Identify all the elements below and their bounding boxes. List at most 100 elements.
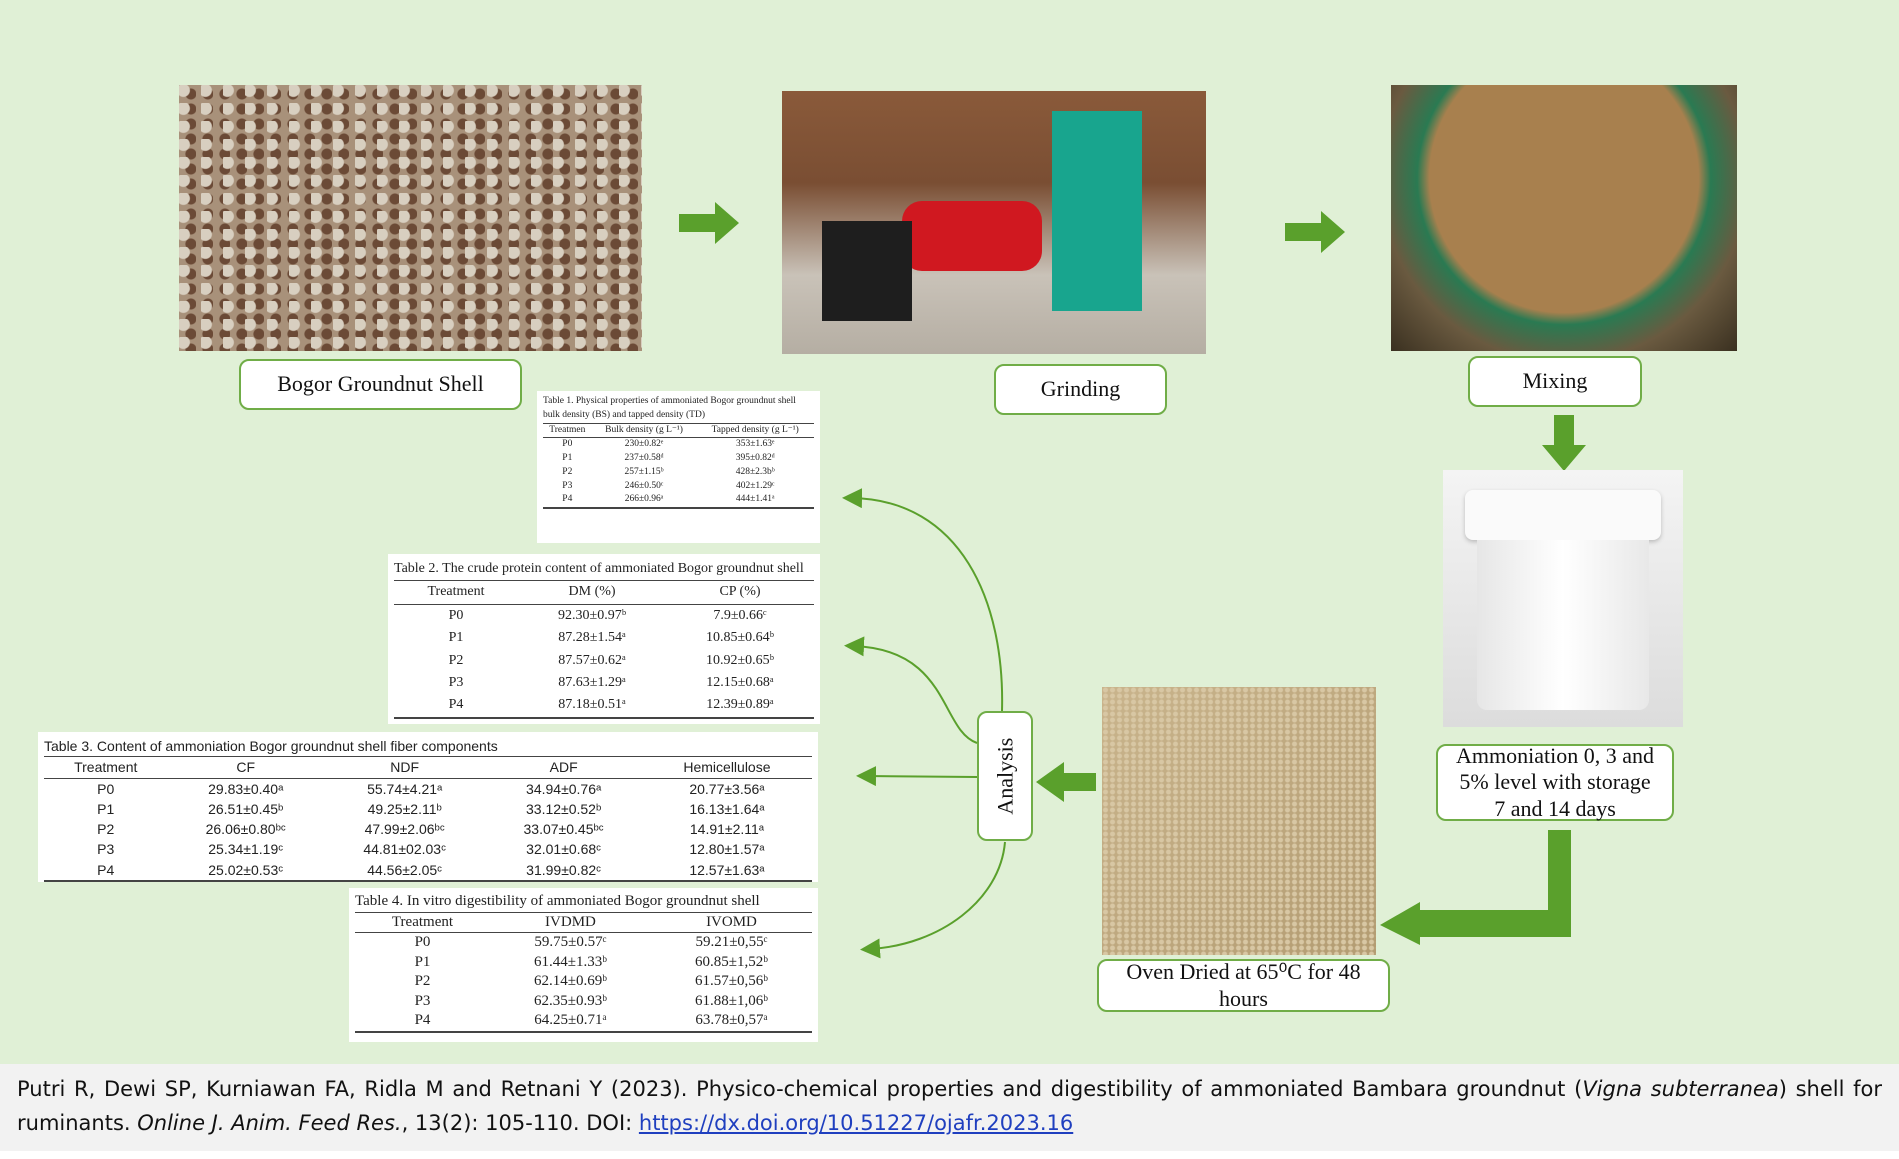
data-table: Table 1. Physical properties of ammoniat… <box>543 395 814 510</box>
storage-jar-photo <box>1443 470 1683 727</box>
value-cell: 16.13±1.64ᵃ <box>689 800 765 817</box>
value-cell: 20.77±3.56ᵃ <box>689 780 765 797</box>
column-header: Treatmen <box>543 423 592 439</box>
value-cell: 55.74±4.21ᵃ <box>367 780 443 797</box>
column-header: CF <box>167 757 324 779</box>
treatment-cell: P0 <box>562 439 573 450</box>
treatment-cell: P0 <box>97 780 115 797</box>
value-cell: 12.80±1.57ᵃ <box>689 841 765 858</box>
value-cell: 34.94±0.76ᵃ <box>526 780 602 797</box>
value-cell: 428±2.3bᵇ <box>735 466 775 477</box>
value-cell: 60.85±1,52ᵇ <box>695 953 768 970</box>
table-3-fiber-components: Table 3. Content of ammoniation Bogor gr… <box>38 732 818 883</box>
table-row: P3 62.35±0.93ᵇ 61.88±1,06ᵇ <box>355 992 812 1012</box>
column-header: Hemicellulose <box>641 757 812 779</box>
value-cell: 26.06±0.80ᵇᶜ <box>205 821 286 838</box>
arrow-right-icon <box>1285 211 1345 253</box>
value-cell: 44.56±2.05ᶜ <box>323 859 486 883</box>
citation-species: Vigna subterranea <box>1582 1077 1779 1101</box>
value-cell: 230±0.82ᵉ <box>624 439 664 450</box>
treatment-cell: P4 <box>543 493 592 510</box>
column-header: ADF <box>485 757 642 779</box>
value-cell: 395±0.82ᵈ <box>735 453 775 464</box>
treatment-cell: P4 <box>44 859 168 883</box>
value-cell: 62.14±0.69ᵇ <box>534 973 607 989</box>
value-cell: 61.88±1,06ᵇ <box>695 992 768 1009</box>
arrow-right-icon <box>679 202 739 244</box>
treatment-cell: P3 <box>414 992 431 1009</box>
value-cell: 49.25±2.11ᵇ <box>367 800 442 817</box>
table-2-crude-protein: Table 2. The crude protein content of am… <box>388 554 820 724</box>
column-header: Treatment <box>355 912 490 933</box>
value-cell: 47.99±2.06ᵇᶜ <box>364 821 445 838</box>
value-cell: 237±0.58ᵈ <box>624 453 664 464</box>
treatment-cell: P3 <box>448 674 464 690</box>
analysis-connector-arrows <box>842 488 1006 959</box>
treatment-cell: P2 <box>414 973 431 989</box>
data-table: Table 4. In vitro digestibility of ammon… <box>355 892 812 1033</box>
step-oven-label: Oven Dried at 65⁰C for 48 hours <box>1097 959 1390 1012</box>
table-4-in-vitro-digestibility: Table 4. In vitro digestibility of ammon… <box>349 888 818 1042</box>
value-cell: 10.85±0.64ᵇ <box>705 630 775 646</box>
treatment-cell: P1 <box>414 953 431 970</box>
arrow-to-table3 <box>856 766 978 787</box>
grinding-machine-photo <box>782 91 1206 354</box>
data-table: Table 3. Content of ammoniation Bogor gr… <box>44 736 812 883</box>
graphical-abstract: Bogor Groundnut Shell Grinding Mixing Am… <box>0 0 1899 1064</box>
step-mixing-label: Mixing <box>1468 356 1642 407</box>
value-cell: 12.57±1.63ᵃ <box>641 859 812 883</box>
column-header: IVDMD <box>489 912 651 933</box>
table-caption: Table 1. Physical properties of ammoniat… <box>543 395 814 424</box>
step-grinding-label: Grinding <box>994 364 1167 415</box>
data-table: Table 2. The crude protein content of am… <box>394 558 814 719</box>
value-cell: 257±1.15ᵇ <box>624 466 664 477</box>
value-cell: 12.39±0.89ᵃ <box>666 694 814 719</box>
citation-title-end: ) shell for ruminants. <box>17 1077 1883 1135</box>
mixed-ground-shell-photo <box>1391 85 1737 351</box>
value-cell: 25.02±0.53ᶜ <box>167 859 324 883</box>
value-cell: 63.78±0,57ᵃ <box>650 1011 812 1033</box>
citation-journal: Online J. Anim. Feed Res. <box>137 1111 402 1135</box>
value-cell: 10.92±0.65ᵇ <box>705 652 775 668</box>
doi-link[interactable]: https://dx.doi.org/10.51227/ojafr.2023.1… <box>638 1111 1074 1135</box>
oven-dried-shell-photo <box>1102 687 1376 955</box>
value-cell: 266±0.96ᵃ <box>591 493 697 510</box>
value-cell: 64.25±0.71ᵃ <box>489 1011 651 1033</box>
column-header: Treatment <box>394 581 519 605</box>
column-header: DM (%) <box>518 581 667 605</box>
treatment-cell: P2 <box>97 821 115 838</box>
value-cell: 7.9±0.66ᶜ <box>713 607 767 623</box>
value-cell: 25.34±1.19ᶜ <box>208 841 284 858</box>
value-cell: 246±0.50ᶜ <box>624 480 664 491</box>
table-caption: Table 4. In vitro digestibility of ammon… <box>355 892 812 913</box>
column-header: Bulk density (g L⁻¹) <box>591 423 697 439</box>
column-header: Treatment <box>44 757 168 779</box>
value-cell: 444±1.41ᵃ <box>696 493 814 510</box>
value-cell: 14.91±2.11ᵃ <box>689 821 765 838</box>
treatment-cell: P1 <box>97 800 115 817</box>
value-cell: 87.28±1.54ᵃ <box>558 630 626 646</box>
value-cell: 12.15±0.68ᵃ <box>706 674 774 690</box>
value-cell: 33.07±0.45ᵇᶜ <box>523 821 604 838</box>
arrow-l-shaped-icon <box>1380 830 1571 945</box>
value-cell: 62.35±0.93ᵇ <box>534 992 607 1009</box>
value-cell: 87.18±0.51ᵃ <box>518 694 667 719</box>
groundnut-shell-photo <box>179 85 642 351</box>
value-cell: 31.99±0.82ᶜ <box>485 859 642 883</box>
citation: Putri R, Dewi SP, Kurniawan FA, Ridla M … <box>0 1064 1899 1151</box>
